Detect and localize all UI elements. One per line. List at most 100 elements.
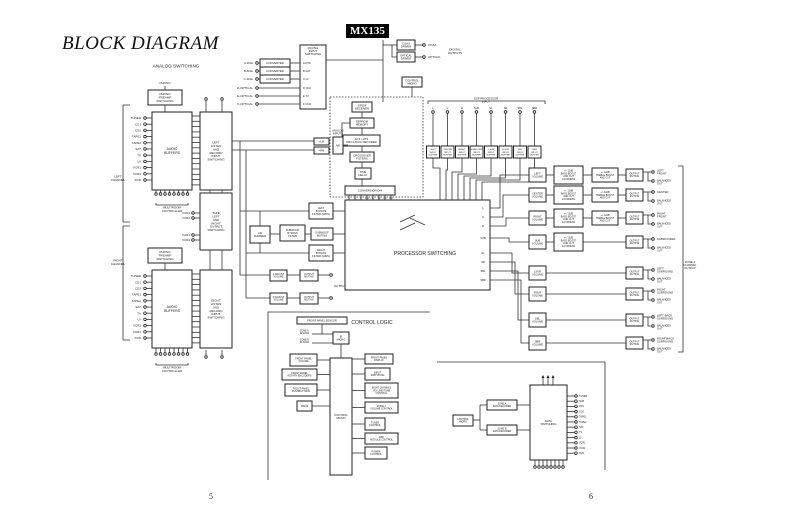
signal-line — [490, 174, 529, 209]
dsp-module-boundary — [329, 96, 424, 198]
label-line: AND — [213, 218, 220, 222]
jack-icon — [154, 352, 158, 356]
label-line: PRO LOGIC DECODER — [346, 140, 376, 144]
label-line: DRIVER — [401, 45, 412, 49]
label-line: AND CUT — [600, 177, 611, 180]
label-line: OUTPUT — [304, 296, 314, 299]
label-line: INPUT — [488, 152, 495, 154]
label-line: AND CUT — [563, 195, 574, 198]
label-line: DATA DECODER — [493, 405, 512, 408]
vcr-out-label: VCR1 — [182, 211, 190, 215]
jack-icon — [176, 192, 181, 196]
label-line: LOUDNESS — [562, 221, 576, 224]
zone-control-micro — [452, 414, 474, 427]
label-line: FILTER (MAIN) — [312, 254, 330, 258]
jack-icon — [651, 199, 655, 203]
model-badge: MX135 — [346, 24, 389, 38]
digital-input-label: C-DIGI — [244, 77, 253, 81]
zone-output-label: DVD — [579, 452, 584, 455]
label-line: INPUT — [444, 152, 451, 154]
signal-line — [490, 217, 529, 227]
label-line: RIGHT — [317, 248, 325, 252]
signal-line — [399, 222, 416, 231]
signal-line — [481, 158, 535, 200]
label-line: A/D — [336, 143, 340, 147]
zone-output-label: TV — [579, 431, 582, 434]
dsp-input-channel-label: SL — [489, 106, 493, 110]
label-line: INPUTS — [333, 132, 343, 136]
digital-input-switching — [299, 44, 327, 110]
label-line: BUFFER — [501, 154, 510, 156]
zone-output-label: VCR1 — [579, 442, 586, 445]
processor-switching — [344, 199, 491, 291]
label-line: RIGHT — [657, 287, 666, 291]
label-line: AND CUT — [563, 242, 574, 245]
signal-line — [239, 141, 270, 276]
jack-icon — [143, 311, 147, 315]
jack-icon — [191, 216, 195, 220]
signal-line — [321, 324, 333, 335]
signal-line — [122, 104, 130, 223]
input-label: DVD — [135, 336, 142, 340]
jack-icon — [651, 347, 655, 351]
jack-icon — [574, 420, 578, 424]
label-line: INPUT — [374, 371, 382, 374]
jack-icon — [185, 352, 190, 356]
jack-icon — [191, 233, 195, 237]
jack-icon — [561, 465, 565, 469]
label-line: SURROUND — [657, 291, 673, 295]
signal-line — [475, 158, 521, 200]
zone-output-label: CD2 — [579, 410, 584, 413]
dsp-channel-label: C — [354, 198, 356, 200]
signal-line — [490, 194, 529, 218]
label-line: OUT — [657, 224, 663, 228]
jack-icon — [329, 273, 333, 277]
output-muting — [625, 168, 644, 182]
label-line: MUTING — [630, 218, 640, 221]
label-line: LEFT — [114, 174, 122, 178]
ad-converter — [332, 136, 344, 155]
converter-label: CONVERTER — [266, 77, 284, 81]
signal-line — [427, 100, 546, 104]
label-line: OUTPUT — [630, 192, 640, 195]
jack-icon — [255, 69, 259, 73]
label-line: R.SUR — [502, 149, 509, 151]
input-label: CD1 — [135, 122, 141, 126]
label-line: CONVERTER — [266, 61, 284, 65]
label-line: RIGHT — [211, 221, 221, 225]
label-line: CONTROL — [376, 392, 388, 395]
label-line: INPUT — [531, 152, 538, 154]
processor-output-label: SBL — [481, 269, 486, 273]
label-line: AND CUT — [563, 175, 574, 178]
dsp-input-channel-label: R — [461, 106, 463, 110]
label-line: BALANCED — [657, 221, 671, 225]
label-line: +/- 12dB — [564, 213, 574, 216]
dsp-input-channel-label: SUR — [474, 106, 480, 110]
jack-icon — [574, 435, 578, 440]
label-line: VOLUME — [273, 299, 284, 302]
r-adjust-volume — [269, 292, 288, 305]
label-line: INPUT — [212, 312, 221, 316]
label-line: VOLUME — [532, 319, 543, 323]
label-line: +RM — [319, 148, 325, 152]
label-line: OUT — [657, 349, 663, 353]
signal-line — [122, 225, 130, 341]
